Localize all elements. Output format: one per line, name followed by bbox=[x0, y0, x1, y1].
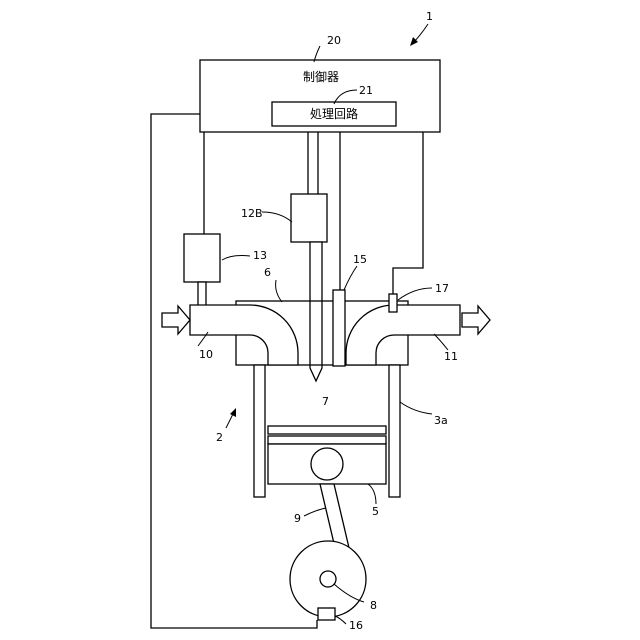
ref-cylinder-head: 6 bbox=[264, 266, 271, 279]
leader-engine-arrowhead bbox=[230, 408, 236, 417]
ref-intake-port: 10 bbox=[199, 348, 213, 361]
exhaust-sensor-wire bbox=[393, 132, 423, 294]
leader-piston bbox=[368, 484, 376, 504]
leader-exhaust-port bbox=[434, 334, 448, 350]
ref-spark-plug: 15 bbox=[353, 253, 367, 266]
piston-ring-top bbox=[268, 426, 386, 434]
ref-exhaust-port: 11 bbox=[444, 350, 458, 363]
leader-crank-sensor bbox=[335, 616, 346, 624]
ref-controller: 20 bbox=[327, 34, 341, 47]
ref-system: 1 bbox=[426, 10, 433, 23]
ref-processing-circuit: 21 bbox=[359, 84, 373, 97]
ref-exhaust-sensor: 17 bbox=[435, 282, 449, 295]
leader-cylinder-head bbox=[276, 280, 282, 302]
ref-combustion-chamber: 7 bbox=[322, 395, 329, 408]
crankshaft bbox=[320, 571, 336, 587]
exhaust-port bbox=[346, 305, 460, 365]
intake-sensor-body bbox=[184, 234, 220, 282]
spark-plug bbox=[333, 290, 345, 366]
crank-sensor-wire bbox=[151, 114, 317, 628]
intake-flow-arrow bbox=[162, 306, 190, 334]
ref-engine: 2 bbox=[216, 431, 223, 444]
leader-injector bbox=[262, 212, 292, 222]
processing-circuit-label: 処理回路 bbox=[310, 106, 358, 121]
injector-body bbox=[291, 194, 327, 242]
leader-exhaust-sensor bbox=[398, 288, 432, 300]
injector-nozzle bbox=[310, 242, 322, 381]
crank-sensor bbox=[318, 608, 335, 620]
leader-cylinder bbox=[400, 402, 432, 414]
cylinder-wall-right bbox=[389, 365, 400, 497]
ref-connecting-rod: 9 bbox=[294, 512, 301, 525]
leader-connecting-rod bbox=[304, 508, 326, 516]
exhaust-sensor bbox=[389, 294, 397, 312]
ref-injector: 12B bbox=[241, 207, 263, 220]
ref-crank-sensor: 16 bbox=[349, 619, 363, 632]
piston-pin bbox=[311, 448, 343, 480]
cylinder-wall-left bbox=[254, 365, 265, 497]
controller-label: 制御器 bbox=[303, 69, 339, 84]
ref-intake-sensor: 13 bbox=[253, 249, 267, 262]
leader-intake-sensor bbox=[222, 256, 250, 261]
ref-piston: 5 bbox=[372, 505, 379, 518]
leader-spark-plug bbox=[344, 266, 357, 290]
ref-cylinder: 3a bbox=[434, 414, 448, 427]
exhaust-flow-arrow bbox=[462, 306, 490, 334]
ref-crankshaft: 8 bbox=[370, 599, 377, 612]
piston-ring-bottom bbox=[268, 436, 386, 444]
